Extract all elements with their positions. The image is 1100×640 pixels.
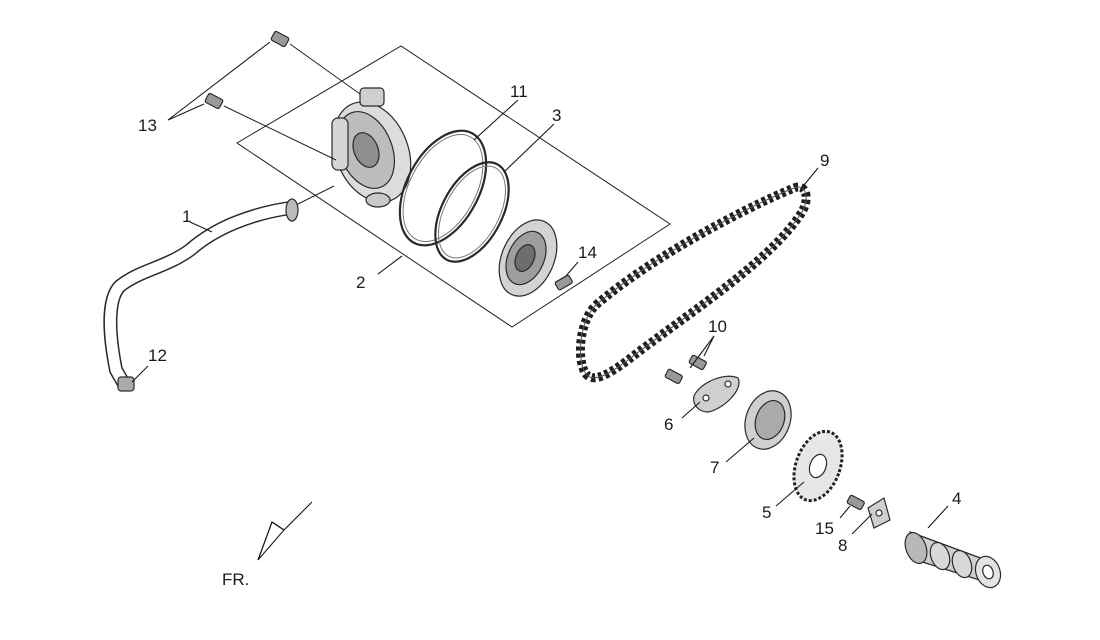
- callout-5: 5: [762, 503, 771, 522]
- sprocket-holder-7: [744, 390, 792, 450]
- callout-6: 6: [664, 415, 673, 434]
- bolt-13-lower: [204, 92, 337, 161]
- pump-rotor-cover: [498, 219, 558, 297]
- callout-7: 7: [710, 458, 719, 477]
- o-ring-3: [434, 161, 510, 263]
- callout-2: 2: [356, 273, 365, 292]
- callout-10: 10: [708, 317, 727, 336]
- camshaft-4: [904, 531, 1002, 589]
- hose-clamp-12: [117, 376, 135, 392]
- callout-15: 15: [815, 519, 834, 538]
- callout-8: 8: [838, 536, 847, 555]
- front-direction-arrow-icon: [257, 501, 313, 561]
- callout-11: 11: [510, 82, 528, 101]
- assembly-group-outline: [236, 45, 671, 328]
- tensioner-plate-6: [693, 375, 740, 413]
- oil-pump-body: [331, 87, 412, 208]
- lock-plate-8: [867, 497, 891, 529]
- bolt-13-upper: [270, 30, 361, 95]
- bolt-14: [554, 274, 573, 291]
- callout-14: 14: [578, 243, 597, 262]
- callout-12: 12: [148, 346, 167, 365]
- leader-lines: [131, 41, 949, 535]
- oil-hose-1: [103, 185, 335, 391]
- cam-sprocket-5: [792, 429, 844, 503]
- callout-4: 4: [952, 489, 961, 508]
- callout-3: 3: [552, 106, 561, 125]
- o-ring-11: [398, 129, 488, 247]
- hose-clamp-upper: [285, 198, 299, 222]
- callout-1: 1: [182, 207, 191, 226]
- bolt-15: [846, 494, 865, 511]
- front-marker-label: FR.: [222, 570, 249, 589]
- callout-9: 9: [820, 151, 829, 170]
- callout-13: 13: [138, 116, 157, 135]
- cam-chain-9: [575, 182, 811, 383]
- bolt-10-left: [664, 368, 683, 385]
- bolt-10-right: [688, 354, 707, 371]
